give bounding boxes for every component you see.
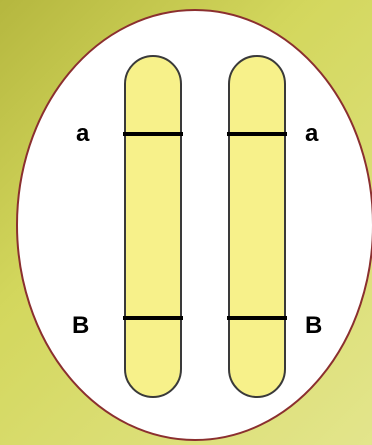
- right-upper-label: a: [305, 120, 319, 147]
- right-chromosome: a B: [227, 55, 322, 398]
- right-chromosome-body: [228, 55, 286, 398]
- right-lower-label: B: [305, 312, 322, 339]
- left-chromosome-body: [124, 55, 182, 398]
- left-upper-label: a: [76, 120, 90, 147]
- left-lower-label: B: [72, 312, 89, 339]
- cell-oval: [16, 9, 372, 441]
- left-chromosome: a B: [72, 55, 183, 398]
